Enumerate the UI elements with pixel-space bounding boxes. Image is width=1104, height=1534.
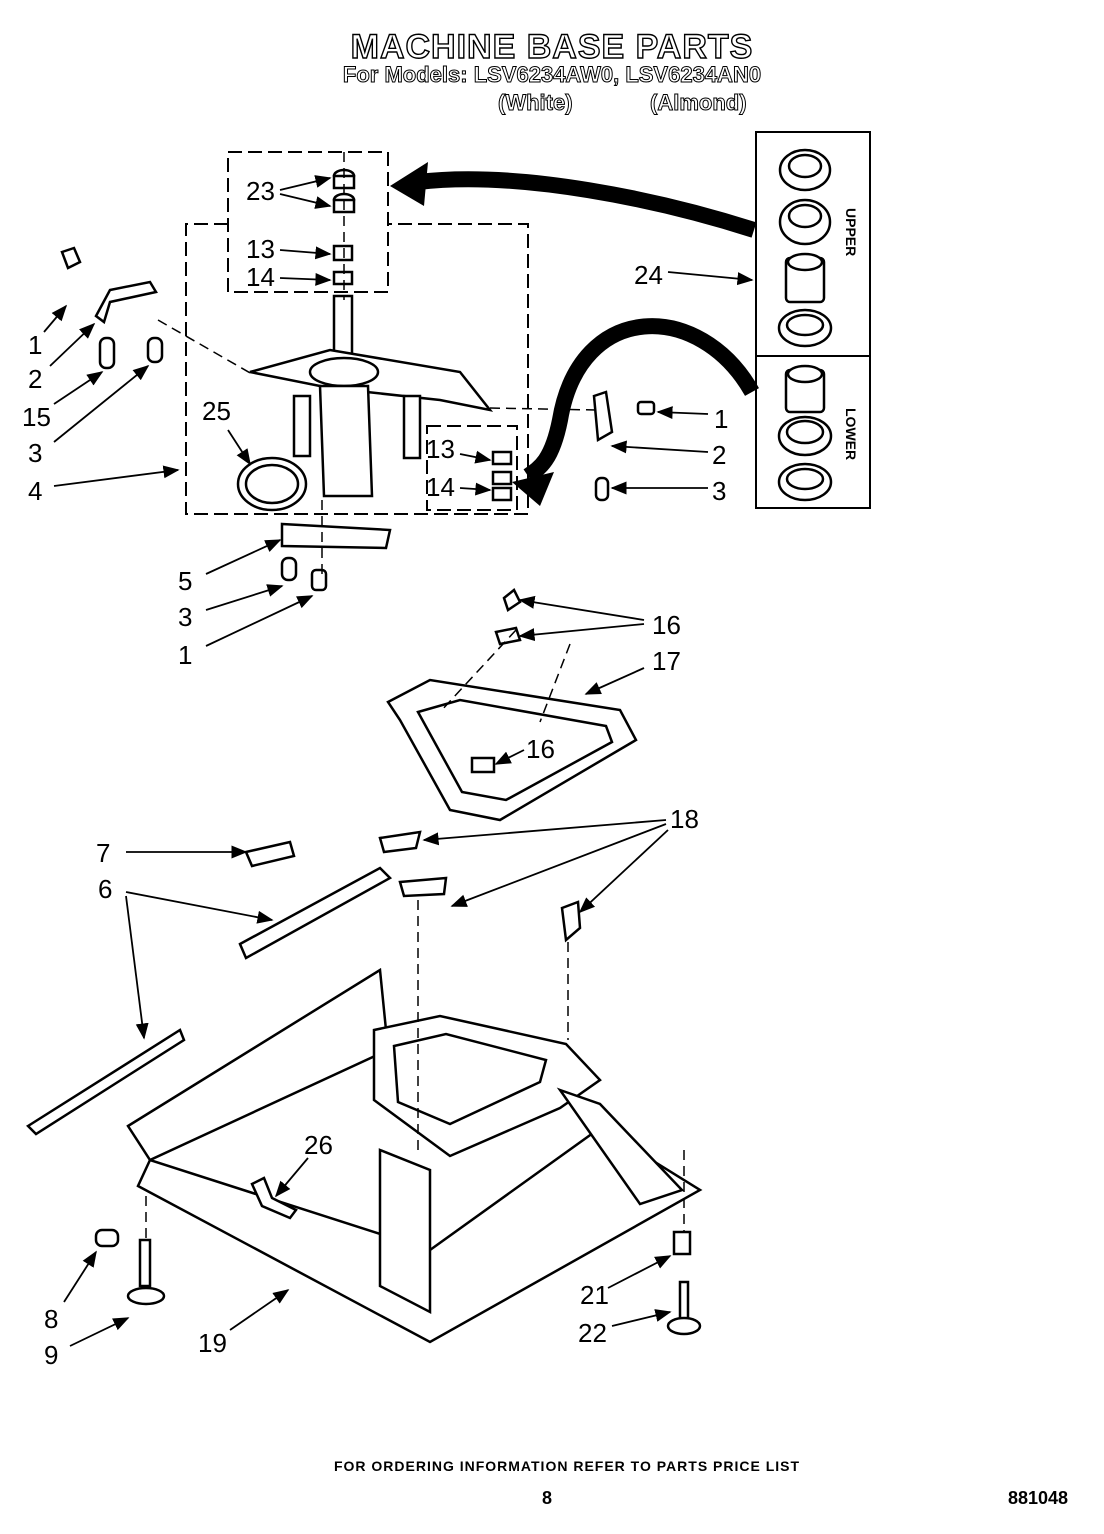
callout-13-upper: 13 bbox=[246, 234, 275, 264]
callout-3-bottom: 3 bbox=[178, 602, 192, 632]
lower-bearing-box bbox=[426, 425, 518, 511]
callout-25: 25 bbox=[202, 396, 231, 426]
callout-22: 22 bbox=[578, 1318, 607, 1348]
callout-1-left: 1 bbox=[28, 330, 42, 360]
models-line: For Models: LSV6234AW0, LSV6234AN0 bbox=[342, 62, 762, 88]
bearing-kit-box bbox=[755, 131, 871, 509]
base-dashed-leaders bbox=[145, 629, 685, 1240]
callout-1-bottom: 1 bbox=[178, 640, 192, 670]
callout-16-top: 16 bbox=[652, 610, 681, 640]
callout-13-lower: 13 bbox=[426, 434, 455, 464]
callout-2-left: 2 bbox=[28, 364, 42, 394]
dashed-boxes bbox=[185, 151, 529, 515]
callout-8: 8 bbox=[44, 1304, 58, 1334]
document-number: 881048 bbox=[1008, 1488, 1069, 1508]
callout-numbers: 23 13 14 24 1 2 15 3 4 25 13 14 1 2 3 5 … bbox=[22, 176, 728, 1370]
callout-19: 19 bbox=[198, 1328, 227, 1358]
page-number: 8 bbox=[542, 1488, 553, 1508]
upper-bearing-box bbox=[227, 151, 389, 293]
kit-upper-label: UPPER bbox=[843, 208, 859, 256]
callout-26: 26 bbox=[304, 1130, 333, 1160]
callout-2-right: 2 bbox=[712, 440, 726, 470]
callout-15: 15 bbox=[22, 402, 51, 432]
callout-6: 6 bbox=[98, 874, 112, 904]
callout-4: 4 bbox=[28, 476, 42, 506]
page-title: MACHINE BASE PARTS bbox=[350, 27, 754, 66]
callout-14-lower: 14 bbox=[426, 472, 455, 502]
callout-16-frame: 16 bbox=[526, 734, 555, 764]
transmission-assembly bbox=[60, 168, 656, 592]
callout-23: 23 bbox=[246, 176, 275, 206]
callout-24: 24 bbox=[634, 260, 663, 290]
callout-18: 18 bbox=[670, 804, 699, 834]
kit-rings bbox=[777, 148, 833, 502]
top-frame bbox=[386, 588, 638, 822]
callout-17: 17 bbox=[652, 646, 681, 676]
callout-5: 5 bbox=[178, 566, 192, 596]
machine-base bbox=[94, 967, 703, 1344]
transmission-box bbox=[185, 223, 529, 515]
leader-arrows bbox=[43, 175, 754, 1347]
ordering-info: FOR ORDERING INFORMATION REFER TO PARTS … bbox=[333, 1458, 801, 1474]
assembly-dashed-leaders bbox=[157, 152, 597, 578]
callout-3-left: 3 bbox=[28, 438, 42, 468]
callout-1-right: 1 bbox=[714, 404, 728, 434]
variant-white: (White) bbox=[498, 90, 574, 116]
variant-almond: (Almond) bbox=[650, 90, 748, 116]
callout-7: 7 bbox=[96, 838, 110, 868]
kit-lower-label: LOWER bbox=[843, 408, 859, 460]
callout-21: 21 bbox=[580, 1280, 609, 1310]
callout-3-right: 3 bbox=[712, 476, 726, 506]
callout-9: 9 bbox=[44, 1340, 58, 1370]
callout-14-upper: 14 bbox=[246, 262, 275, 292]
small-parts bbox=[26, 830, 582, 1136]
kit-arrows bbox=[390, 162, 759, 506]
